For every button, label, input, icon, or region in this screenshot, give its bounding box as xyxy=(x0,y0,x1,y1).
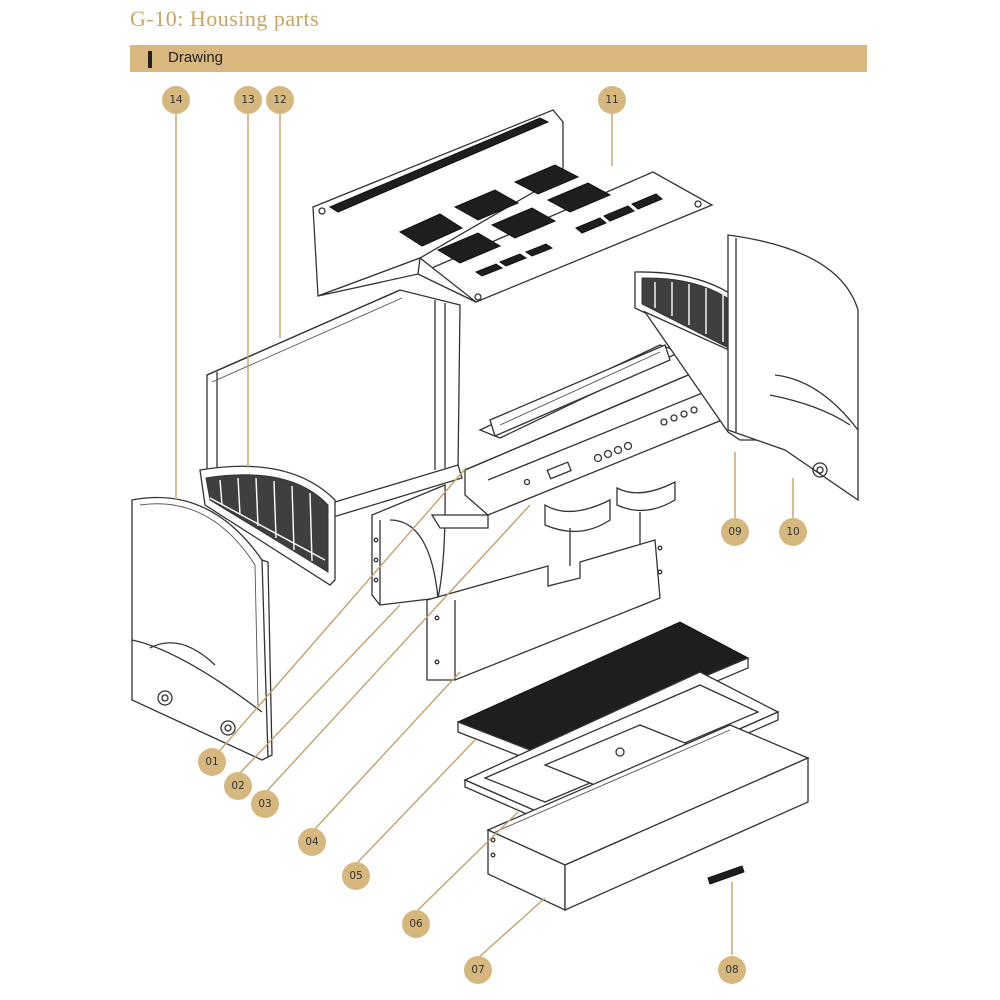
svg-text:05: 05 xyxy=(349,870,362,882)
callout-06: 06 xyxy=(402,910,430,938)
svg-text:12: 12 xyxy=(273,94,286,106)
callout-13: 13 xyxy=(234,86,262,114)
svg-text:04: 04 xyxy=(305,836,319,848)
leader-lines xyxy=(175,114,794,959)
svg-text:02: 02 xyxy=(231,780,244,792)
callout-05: 05 xyxy=(342,862,370,890)
section-header-bar: Drawing xyxy=(130,45,867,72)
svg-text:13: 13 xyxy=(241,94,254,106)
part-drip-tray xyxy=(486,724,810,912)
control-buttons xyxy=(523,398,716,486)
part-top-cover xyxy=(312,109,714,303)
callout-07: 07 xyxy=(464,956,492,984)
svg-text:10: 10 xyxy=(786,526,799,538)
svg-text:07: 07 xyxy=(471,964,484,976)
svg-text:03: 03 xyxy=(258,798,271,810)
part-left-grille xyxy=(199,465,336,586)
part-control-panel xyxy=(430,344,723,529)
part-badge-plate xyxy=(707,865,745,885)
part-right-side-panel xyxy=(727,234,859,502)
section-marker xyxy=(148,51,152,68)
svg-text:08: 08 xyxy=(725,964,738,976)
page-title: G-10: Housing parts xyxy=(130,6,320,31)
svg-text:09: 09 xyxy=(728,526,741,538)
section-label: Drawing xyxy=(168,49,224,66)
svg-text:06: 06 xyxy=(409,918,423,930)
callout-12: 12 xyxy=(266,86,294,114)
callout-04: 04 xyxy=(298,828,326,856)
callout-03: 03 xyxy=(251,790,279,818)
callout-14: 14 xyxy=(162,86,190,114)
callout-09: 09 xyxy=(721,518,749,546)
svg-text:14: 14 xyxy=(169,94,183,106)
svg-text:01: 01 xyxy=(205,756,218,768)
callout-10: 10 xyxy=(779,518,807,546)
callout-11: 11 xyxy=(598,86,626,114)
part-front-left-corner xyxy=(371,484,446,606)
part-front-lower-panel xyxy=(426,480,676,681)
callout-01: 01 xyxy=(198,748,226,776)
svg-text:11: 11 xyxy=(605,94,618,106)
callout-08: 08 xyxy=(718,956,746,984)
top-vent-grilles xyxy=(398,164,663,277)
callout-02: 02 xyxy=(224,772,252,800)
part-left-side-panel xyxy=(131,496,273,761)
